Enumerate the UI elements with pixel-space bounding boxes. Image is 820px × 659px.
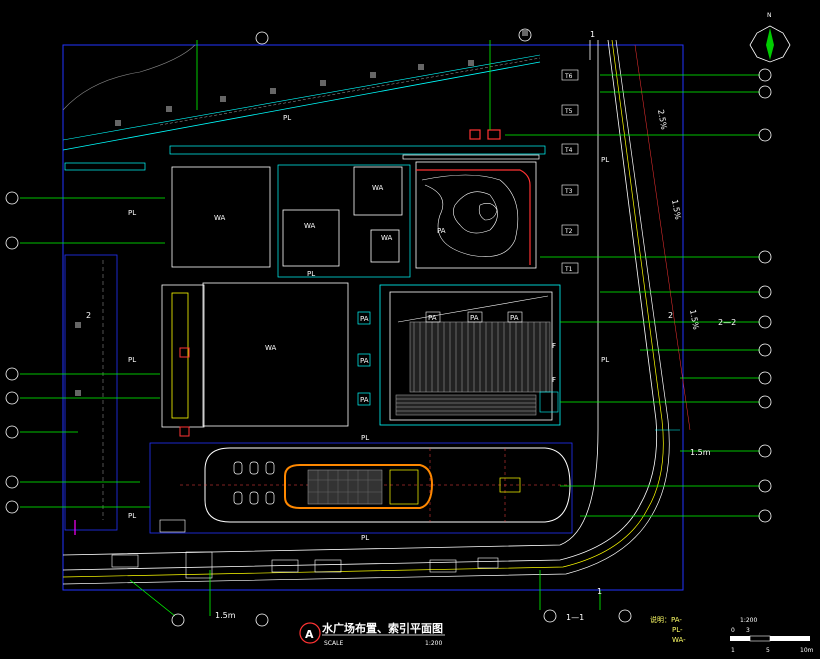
- marker-red-2: [487, 129, 501, 140]
- zone-pl-west-2: PL: [128, 356, 136, 364]
- zone-wa-main: WA: [265, 344, 277, 352]
- marker-red-4: [179, 426, 190, 437]
- pa-box-1: [357, 311, 371, 325]
- water-area-main: [202, 282, 349, 427]
- zone-wa-1: WA: [214, 214, 226, 222]
- drawing-title: 水广场布置、索引平面图: [322, 621, 443, 635]
- zone-pl-north: PL: [283, 114, 291, 122]
- zone-pl-south: PL: [361, 534, 369, 542]
- section-1-top: 1: [590, 30, 595, 39]
- dim-label-right: 1.5m: [690, 448, 711, 457]
- section-2-right: 2: [668, 311, 673, 320]
- legend-line-2: PL-: [672, 626, 683, 634]
- legend: 说明：PA- PL- WA-: [650, 615, 686, 644]
- tree-tag-t4: T4: [564, 147, 573, 154]
- terrain-line: [62, 44, 196, 111]
- zone-pa-1: PA: [360, 315, 369, 323]
- tree-tags: T6 T5 T4 T3 T2 T1: [561, 69, 579, 274]
- zone-f-2: F: [552, 376, 556, 384]
- site-boundary: [62, 44, 684, 591]
- section-2-left: 2: [86, 311, 91, 320]
- road-slope-1: 2.5%: [656, 109, 668, 131]
- zone-f-1: F: [552, 342, 556, 350]
- zone-pl-middle: PL: [307, 270, 315, 278]
- section-1-1-label: 1—1: [566, 613, 584, 622]
- callouts-top-bottom: [171, 28, 632, 627]
- title-mark: A: [305, 628, 314, 641]
- scale-value: 1:200: [425, 640, 442, 647]
- north-trees: [75, 30, 528, 396]
- south-water-feature: [74, 442, 573, 535]
- marker-red-3: [179, 347, 190, 358]
- north-edge: [62, 54, 541, 151]
- scale-tick-10: 10m: [800, 647, 814, 654]
- legend-line-3: WA-: [672, 636, 686, 644]
- zone-pa-step-1: PA: [428, 314, 437, 322]
- side-pool-inner: [171, 292, 189, 419]
- planting-contours: [415, 161, 537, 269]
- tree-tag-t3: T3: [564, 188, 573, 195]
- zone-pl-east-2: PL: [601, 356, 609, 364]
- scale-tick-0: 0: [731, 627, 735, 634]
- callouts-left: [5, 191, 19, 514]
- scale-bar-ratio: 1:200: [740, 617, 757, 624]
- scale-label: SCALE: [324, 640, 343, 647]
- road-slope-2: 1.5%: [670, 199, 682, 221]
- zone-pa-step-3: PA: [510, 314, 519, 322]
- walkway-band: [64, 145, 546, 171]
- zone-pl-south-west: PL: [128, 512, 136, 520]
- zone-wa-3: WA: [372, 184, 384, 192]
- scale-tick-3: 3: [746, 627, 750, 634]
- zone-pa-3: PA: [360, 396, 369, 404]
- south-road-boxes: [111, 551, 499, 579]
- zone-pl-center: PL: [361, 434, 369, 442]
- tree-tag-t5: T5: [564, 108, 573, 115]
- leader-lines: [20, 40, 760, 617]
- zone-pa-contour: PA: [437, 227, 446, 235]
- compass-label: N: [767, 12, 772, 19]
- north-arrow: N: [749, 12, 791, 63]
- west-walk: [64, 254, 118, 531]
- water-area-2: [282, 209, 340, 267]
- tree-tag-t2: T2: [564, 228, 573, 235]
- scale-bar: 1:200 0 3 1 5 10m: [730, 617, 814, 654]
- zone-pl-west: PL: [128, 209, 136, 217]
- zone-wa-4: WA: [381, 234, 393, 242]
- zone-pl-east: PL: [601, 156, 609, 164]
- marker-red-1: [469, 129, 481, 140]
- pa-box-2: [357, 353, 371, 367]
- legend-line-1: 说明：PA-: [650, 615, 682, 624]
- scale-tick-5: 5: [766, 647, 770, 654]
- water-area-1: [171, 166, 271, 268]
- water-area-4: [370, 229, 400, 263]
- road-slope-3: 1.5%: [688, 309, 700, 331]
- tree-tag-t1: T1: [564, 266, 573, 273]
- tree-tag-t6: T6: [564, 73, 573, 80]
- title-block: A 水广场布置、索引平面图 SCALE 1:200: [299, 621, 445, 647]
- zone-pa-step-2: PA: [470, 314, 479, 322]
- east-road: [62, 39, 691, 585]
- scale-tick-1: 1: [731, 647, 735, 654]
- zone-pa-2: PA: [360, 357, 369, 365]
- section-2-2-label: 2—2: [718, 318, 736, 327]
- callouts-right: [758, 68, 772, 523]
- zone-wa-2: WA: [304, 222, 316, 230]
- stepped-plaza: [379, 284, 561, 426]
- pa-box-3: [357, 392, 371, 406]
- dim-label-bottom: 1.5m: [215, 611, 236, 620]
- water-area-3: [353, 166, 403, 216]
- middle-block: [277, 164, 411, 278]
- section-1-bottom: 1: [597, 587, 602, 596]
